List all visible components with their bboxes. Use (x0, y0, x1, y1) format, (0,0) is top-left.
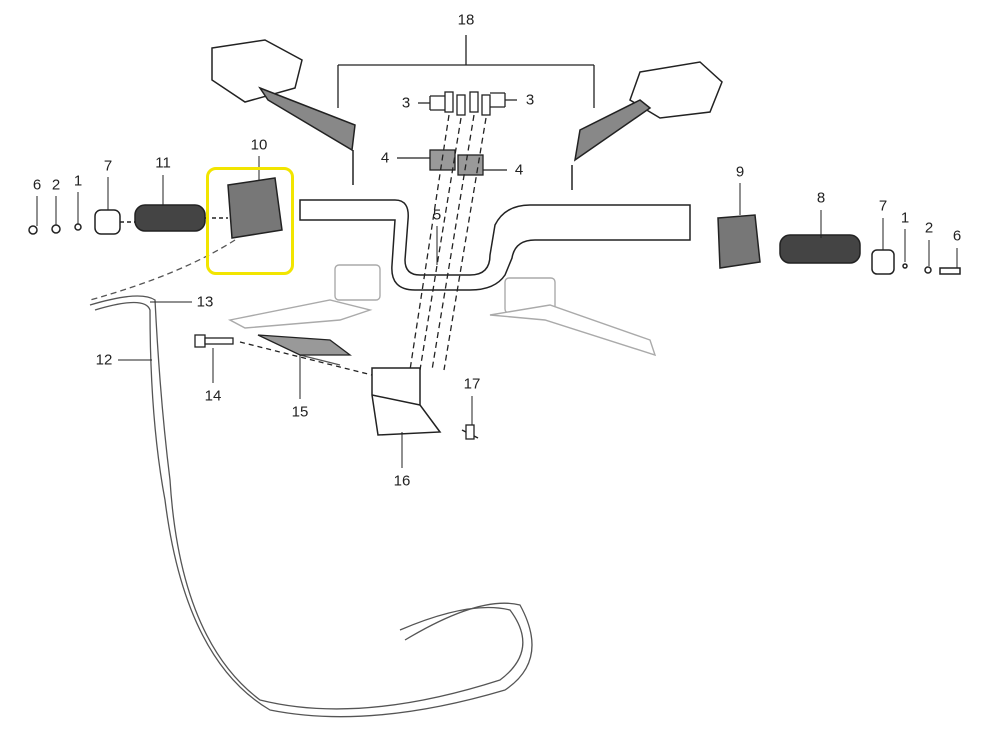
callout-18: 18 (457, 11, 475, 29)
highlight-box-part-10 (206, 167, 294, 275)
callout-9: 9 (735, 163, 745, 181)
callout-4-right: 4 (514, 161, 524, 179)
callout-7-left: 7 (103, 157, 113, 175)
leader-3-right (490, 92, 517, 108)
callout-1-left: 1 (73, 172, 83, 190)
callout-6-left: 6 (32, 176, 42, 194)
callout-3-left: 3 (401, 94, 411, 112)
bolts-and-clamps (409, 91, 491, 371)
leader-3-left (418, 95, 445, 111)
callout-11: 11 (155, 154, 171, 172)
callout-12: 12 (95, 351, 113, 369)
handlebar (299, 199, 691, 291)
mirror-left (211, 39, 356, 185)
right-grip-parts (717, 214, 961, 275)
callout-7-right: 7 (878, 197, 888, 215)
callout-10: 10 (250, 136, 268, 154)
callout-17: 17 (463, 375, 481, 393)
callout-3-right: 3 (525, 91, 535, 109)
callout-5: 5 (432, 206, 442, 224)
callout-8: 8 (816, 189, 826, 207)
brake-lever-left (227, 264, 381, 329)
callout-14: 14 (204, 387, 222, 405)
left-grip-parts (28, 177, 283, 239)
brake-lever-right (489, 277, 657, 357)
callout-15: 15 (291, 403, 309, 421)
cables (89, 239, 533, 718)
small-parts (194, 334, 475, 440)
callout-16: 16 (393, 472, 411, 490)
callout-2-right: 2 (924, 219, 934, 237)
leader-18 (337, 35, 595, 108)
leaders (36, 156, 958, 468)
callout-4-left: 4 (380, 149, 390, 167)
mirror-right (571, 61, 723, 190)
callout-6-right: 6 (952, 227, 962, 245)
part-16 (371, 367, 479, 439)
callout-13: 13 (196, 293, 214, 311)
callout-1-right: 1 (900, 209, 910, 227)
callout-2-left: 2 (51, 176, 61, 194)
